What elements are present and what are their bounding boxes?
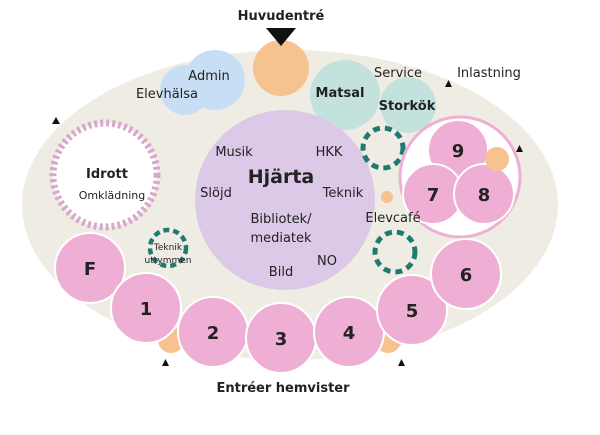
elevcafe-dot xyxy=(381,191,393,203)
home-area-label: 7 xyxy=(427,185,440,206)
hjarta-area xyxy=(195,110,375,290)
musik-label: Musik xyxy=(215,145,253,160)
teal-dashed-ring-3 xyxy=(147,227,189,269)
home-area-label: 1 xyxy=(140,299,153,320)
elevcafe-label: Elevcafé xyxy=(365,211,420,226)
bibliotek-label: Bibliotek/ xyxy=(251,212,313,227)
omkladning-label: Omklädning xyxy=(79,189,146,202)
teknik-utrymmen-label-2: utrymmen xyxy=(144,256,191,266)
matsal-label: Matsal xyxy=(316,86,365,101)
slojd-label: Slöjd xyxy=(200,186,232,201)
no-label: NO xyxy=(317,254,337,269)
entrance-marker-icon xyxy=(445,80,452,87)
entrance-orange-area xyxy=(253,40,309,96)
entrance-marker-icon xyxy=(52,117,60,124)
home-area-label: F xyxy=(84,259,96,280)
entrance-marker-icon xyxy=(516,145,523,152)
main-entrance-label: Huvudentré xyxy=(238,9,325,24)
home-area-5-circle xyxy=(376,274,448,346)
home-area-label: 5 xyxy=(406,301,419,322)
teknik-utrymmen-label-1: Teknik xyxy=(153,243,183,253)
home-area-8-circle xyxy=(453,163,515,225)
inlastning-label: Inlastning xyxy=(457,66,521,81)
teknik-label: Teknik xyxy=(322,186,364,201)
storkok-label: Storkök xyxy=(379,99,436,114)
matsal-area xyxy=(310,60,380,130)
storkok-area xyxy=(380,77,436,133)
home-area-label: 4 xyxy=(343,323,356,344)
hjarta-label: Hjärta xyxy=(248,166,315,188)
admin-area xyxy=(185,50,245,110)
mediatek-label: mediatek xyxy=(250,231,312,246)
home-area-F-circle xyxy=(54,232,126,304)
admin-label: Admin xyxy=(188,69,229,84)
idrott-area xyxy=(49,119,161,231)
hkk-label: HKK xyxy=(316,145,343,160)
idrott-label: Idrott xyxy=(86,167,128,182)
entrances-home-label: Entréer hemvister xyxy=(216,381,350,396)
home-area-label: 9 xyxy=(452,141,465,162)
home-area-label: 3 xyxy=(275,329,288,350)
home-area-1-circle xyxy=(110,272,182,344)
entrance-marker-icon xyxy=(162,359,169,366)
service-label: Service xyxy=(374,66,422,81)
teal-dashed-ring-2 xyxy=(372,229,418,275)
teal-dashed-ring-1 xyxy=(360,125,406,171)
home-area-label: 2 xyxy=(207,323,220,344)
home-area-label: 6 xyxy=(460,265,473,286)
home-area-6-circle xyxy=(430,238,502,310)
entrance-marker-icon xyxy=(398,359,405,366)
main-entrance-arrow-icon xyxy=(266,28,296,46)
orange-dot-right xyxy=(485,147,509,171)
bild-label: Bild xyxy=(269,265,293,280)
elevhalsa-label: Elevhälsa xyxy=(136,87,198,102)
home-area-label: 8 xyxy=(478,185,491,206)
